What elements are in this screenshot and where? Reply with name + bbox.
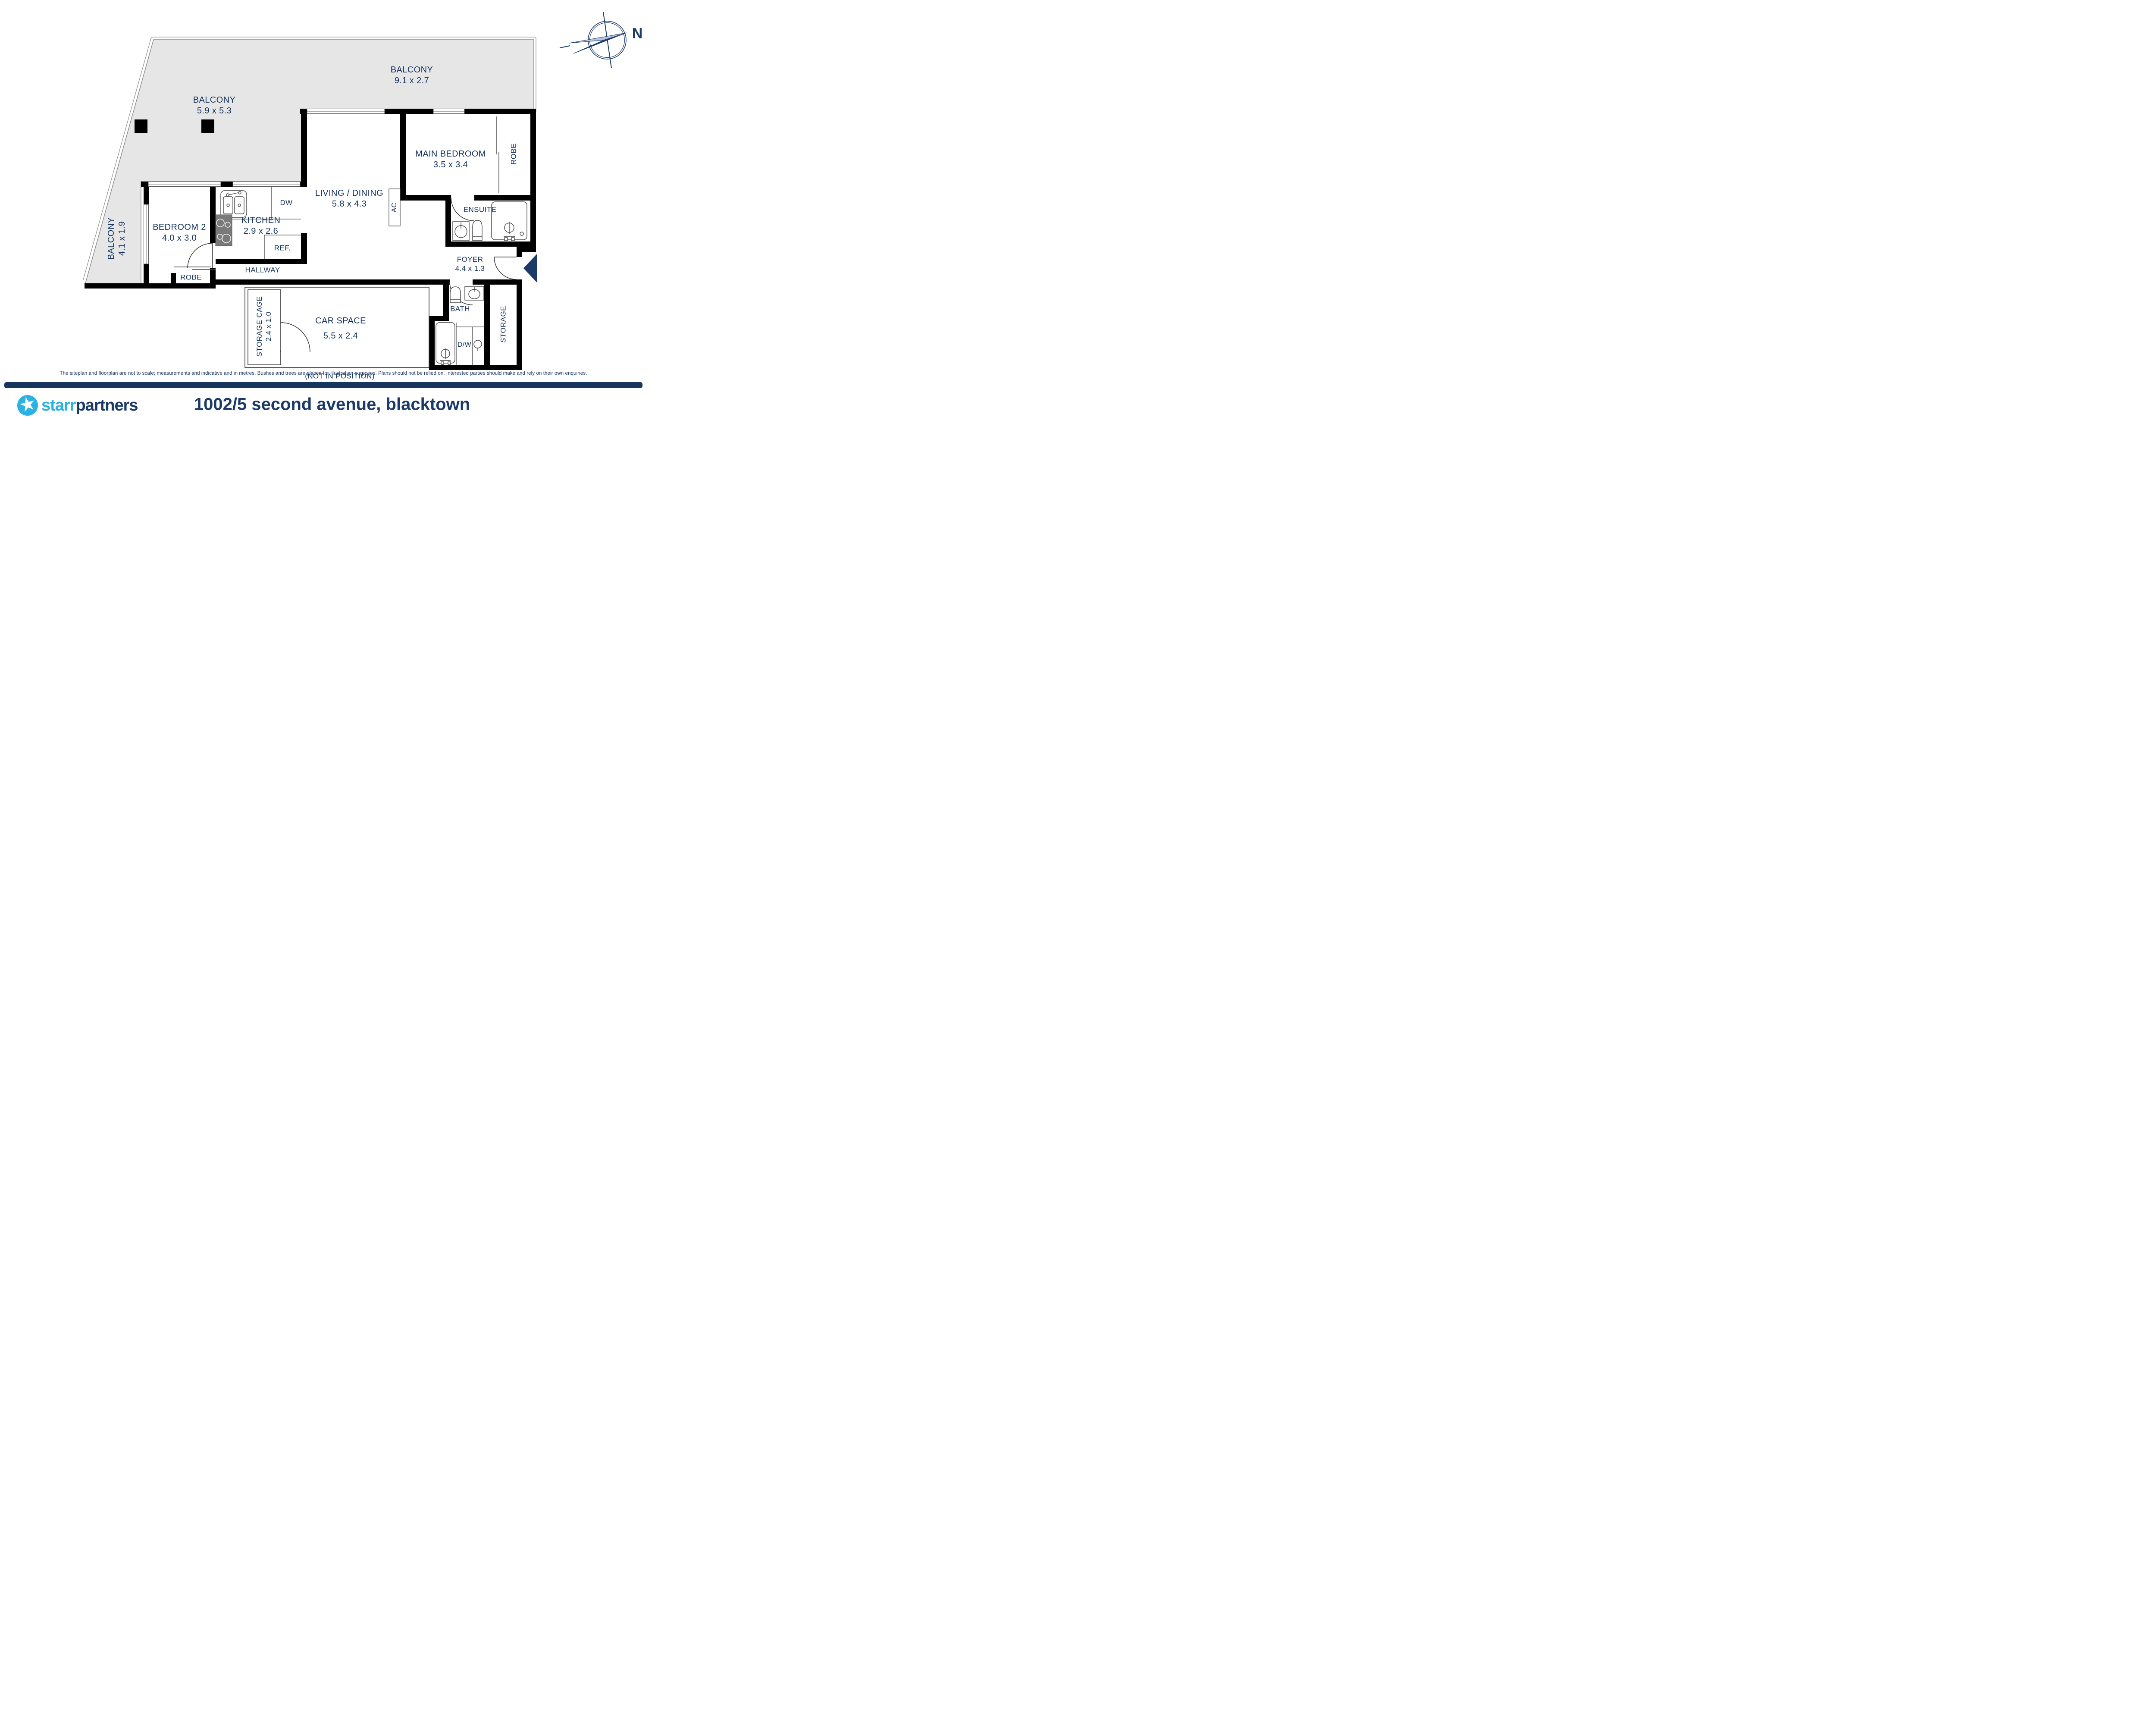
room-label-dw2: D/W — [457, 341, 472, 348]
room-label-ref: REF. — [274, 244, 291, 252]
ensuite-vanity-icon — [452, 221, 470, 241]
room-label-bedroom2: BEDROOM 2 4.0 x 3.0 — [153, 223, 206, 243]
property-address: 1002/5 second avenue, blacktown — [194, 395, 470, 414]
windows — [144, 109, 465, 264]
bench-lines — [216, 187, 484, 365]
room-label-living: LIVING / DINING 5.8 x 4.3 — [315, 188, 384, 209]
compass-icon — [559, 12, 627, 69]
kitchen-sink-icon — [220, 190, 247, 218]
room-label-car-space: CAR SPACE 5.5 x 2.4 — [315, 316, 366, 341]
floorplan-page: BALCONY 9.1 x 2.7 BALCONY 5.9 x 5.3 BALC… — [0, 0, 647, 431]
disclaimer-text: The siteplan and floorplan are not to sc… — [60, 371, 587, 376]
room-label-robe-main: ROBE — [509, 143, 518, 165]
pillar-icon — [135, 119, 147, 133]
room-label-dw: DW — [280, 198, 293, 207]
bath-shower-icon — [436, 322, 455, 365]
door-arcs — [187, 197, 517, 352]
bath-toilet-icon — [450, 286, 461, 303]
entry-arrow-icon — [523, 254, 537, 283]
room-label-hallway: HALLWAY — [245, 266, 280, 274]
room-label-storage-cage: STORAGE CAGE 2.4 x 1.0 — [255, 296, 273, 357]
room-label-main-bedroom: MAIN BEDROOM 3.5 x 3.4 — [415, 149, 486, 169]
star-logo-icon: ★ — [16, 392, 38, 417]
floorplan-drawing — [82, 12, 627, 370]
sliding-door-lines — [174, 116, 499, 270]
ensuite-toilet-icon — [472, 220, 483, 241]
stove-icon — [215, 214, 232, 246]
room-label-balcony-top: BALCONY 9.1 x 2.7 — [390, 65, 433, 85]
room-label-foyer: FOYER 4.4 x 1.3 — [455, 255, 485, 273]
ac-unit-box — [389, 188, 401, 226]
room-label-balcony-side: BALCONY 4.1 x 1.9 — [107, 217, 127, 260]
room-label-storage: STORAGE — [499, 306, 508, 343]
room-label-ac: AC — [391, 202, 398, 213]
laundry-sink-icon — [473, 340, 482, 351]
room-label-robe-bed2: ROBE — [180, 273, 202, 282]
divider-bar — [4, 382, 642, 388]
agency-logo: ★ starrpartners — [16, 392, 138, 417]
walls — [85, 109, 536, 370]
room-label-balcony-left: BALCONY 5.9 x 5.3 — [193, 95, 236, 116]
compass-north-label: N — [632, 25, 643, 42]
label-not-in-position: (NOT IN POSITION) — [305, 372, 375, 380]
room-label-ensuite: ENSUITE — [463, 205, 497, 214]
room-label-bath: BATH — [450, 304, 470, 313]
room-label-kitchen: KITCHEN 2.9 x 2.6 — [241, 216, 281, 236]
bath-vanity-icon — [464, 286, 484, 301]
pillar-icon — [201, 119, 214, 133]
agency-name: starrpartners — [41, 396, 138, 414]
ensuite-shower-icon — [491, 201, 527, 241]
